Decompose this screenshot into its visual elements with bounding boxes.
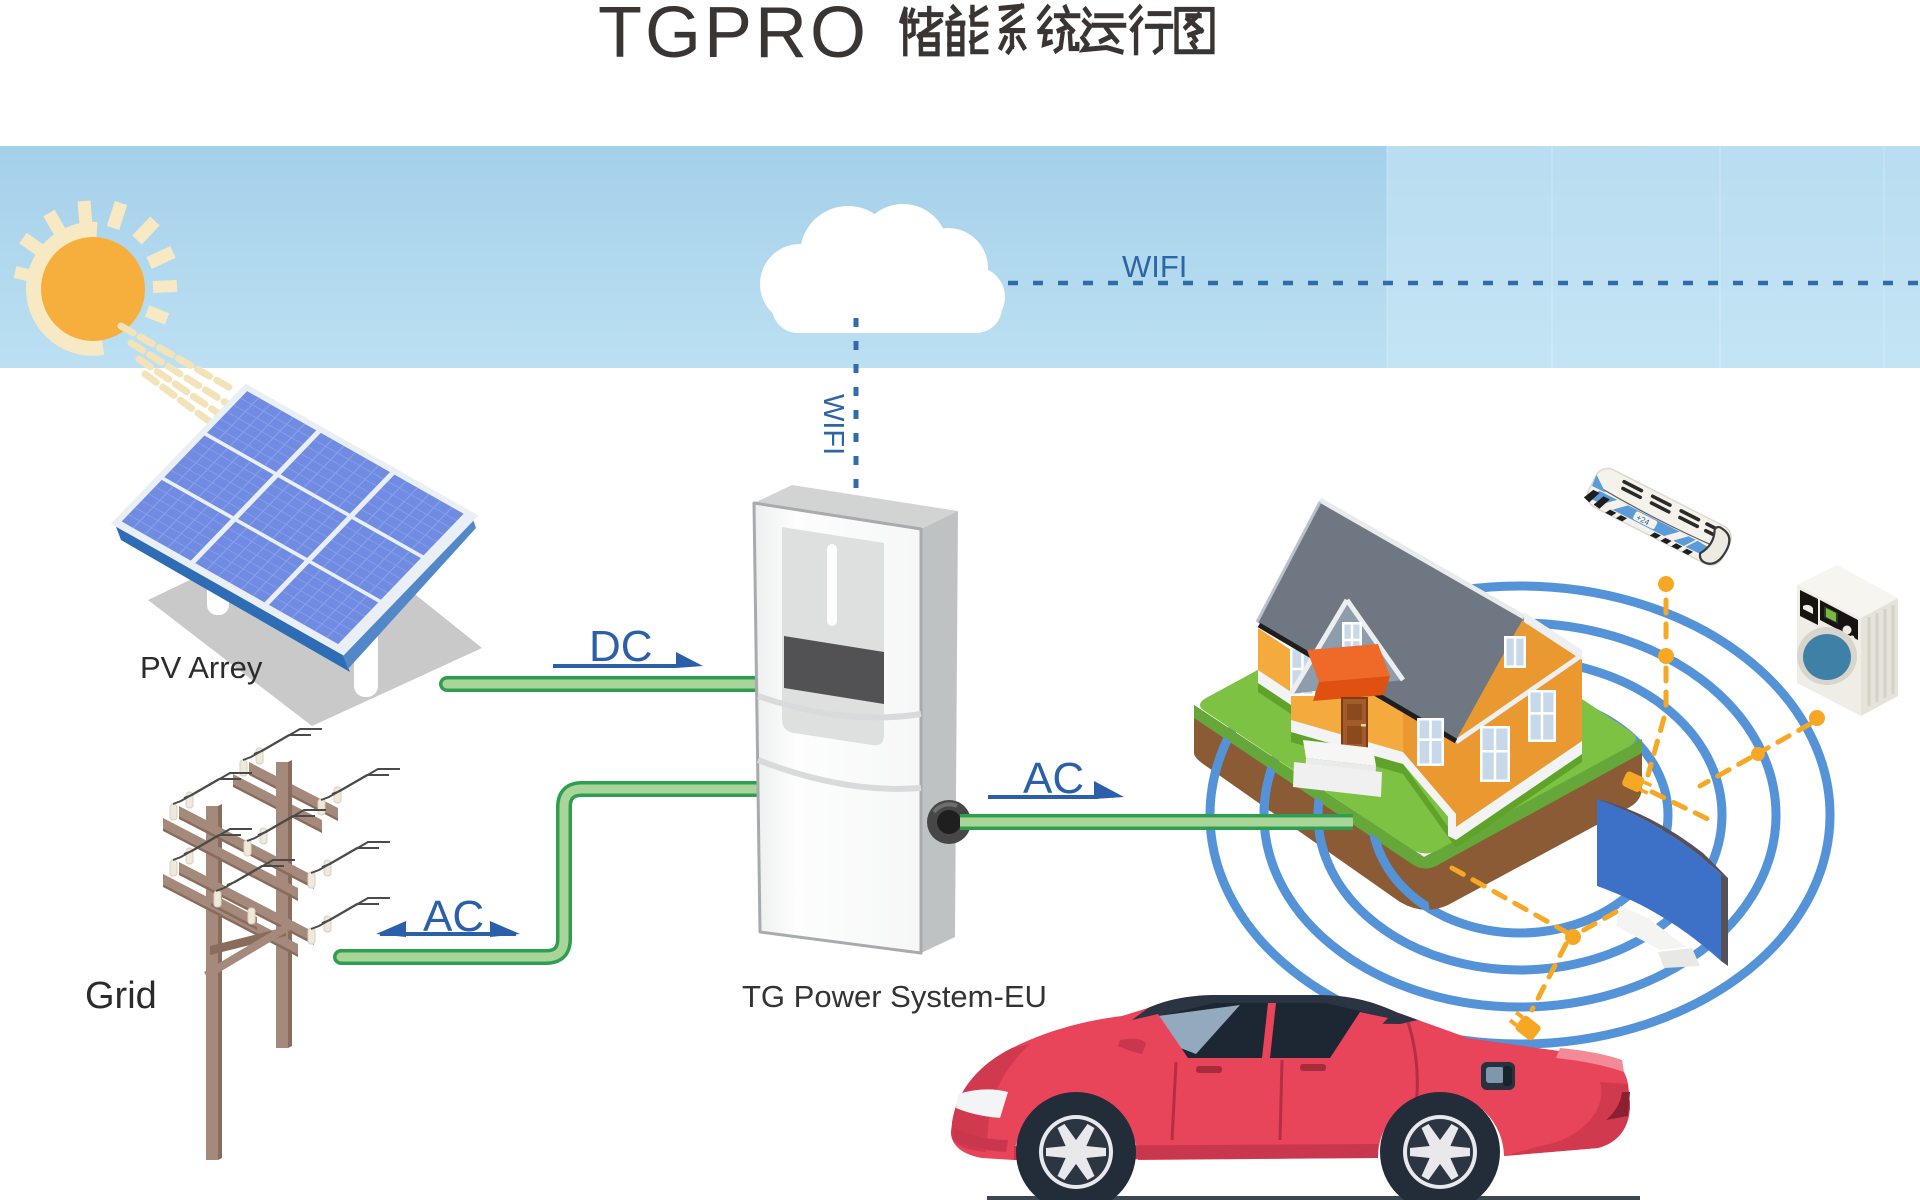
svg-text:TGPRO: TGPRO [598, 0, 869, 73]
svg-text:AC: AC [1023, 754, 1084, 803]
svg-text:TG Power System-EU: TG Power System-EU [742, 979, 1047, 1014]
svg-text:PV Arrey: PV Arrey [140, 650, 263, 685]
svg-text:Grid: Grid [85, 975, 157, 1017]
svg-text:DC: DC [589, 622, 653, 671]
svg-text:WIFI: WIFI [1122, 249, 1187, 284]
svg-text:WIFI: WIFI [817, 394, 849, 455]
